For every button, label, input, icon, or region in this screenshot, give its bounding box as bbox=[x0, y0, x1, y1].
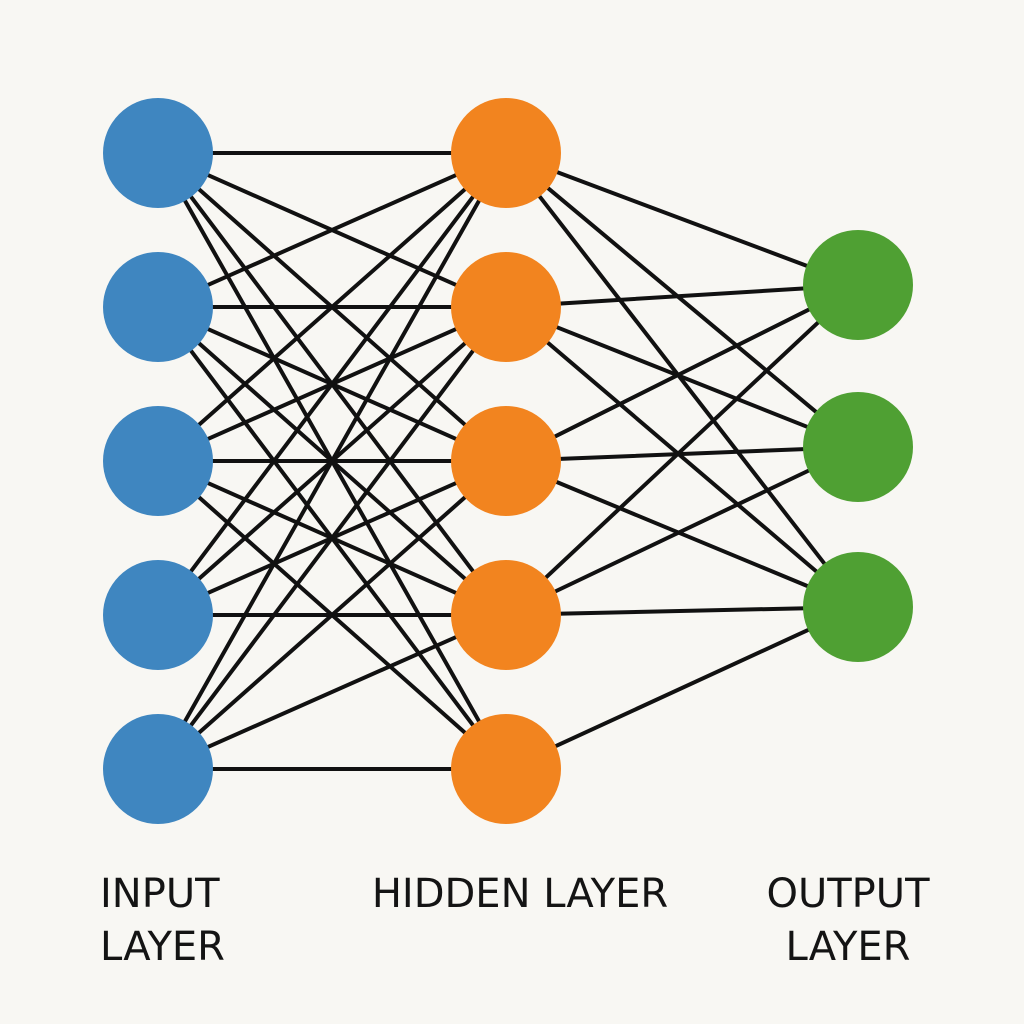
connection-h2-o1 bbox=[555, 447, 809, 461]
connection-h3-o0 bbox=[541, 317, 823, 583]
connections bbox=[181, 151, 829, 771]
output-neuron-1 bbox=[803, 230, 913, 340]
connection-i4-h0 bbox=[181, 195, 483, 727]
connection-h0-o2 bbox=[535, 191, 829, 569]
hidden-layer-label: HIDDEN LAYER bbox=[371, 871, 669, 917]
connection-h2-o0 bbox=[549, 305, 815, 441]
input-neuron-2 bbox=[103, 252, 213, 362]
hidden-neuron-3 bbox=[451, 406, 561, 516]
connection-i4-h1 bbox=[186, 345, 478, 731]
hidden-neuron-1 bbox=[451, 98, 561, 208]
input-layer-label: INPUT LAYER bbox=[100, 871, 225, 970]
connection-h0-o1 bbox=[543, 183, 821, 417]
hidden-neuron-2 bbox=[451, 252, 561, 362]
connection-h1-o2 bbox=[542, 338, 822, 576]
connection-i2-h0 bbox=[194, 184, 470, 430]
input-neuron-5 bbox=[103, 714, 213, 824]
hidden-neuron-5 bbox=[451, 714, 561, 824]
output-neuron-2 bbox=[803, 392, 913, 502]
connection-h4-o2 bbox=[550, 626, 814, 750]
input-neuron-1 bbox=[103, 98, 213, 208]
connection-i1-h0 bbox=[202, 171, 462, 289]
connection-i4-h2 bbox=[194, 492, 470, 738]
connection-h3-o1 bbox=[550, 467, 814, 595]
connection-h2-o2 bbox=[551, 478, 813, 590]
input-neuron-4 bbox=[103, 560, 213, 670]
output-layer-label: OUTPUT LAYER bbox=[766, 871, 930, 970]
connection-h0-o0 bbox=[551, 168, 813, 270]
output-neuron-3 bbox=[803, 552, 913, 662]
connection-h1-o0 bbox=[554, 286, 810, 306]
connection-i3-h0 bbox=[186, 191, 478, 577]
neurons bbox=[103, 98, 913, 824]
connection-h3-o2 bbox=[555, 606, 809, 616]
connection-h1-o1 bbox=[551, 323, 813, 431]
hidden-neuron-4 bbox=[451, 560, 561, 670]
input-neuron-3 bbox=[103, 406, 213, 516]
connection-i4-h3 bbox=[202, 633, 462, 751]
